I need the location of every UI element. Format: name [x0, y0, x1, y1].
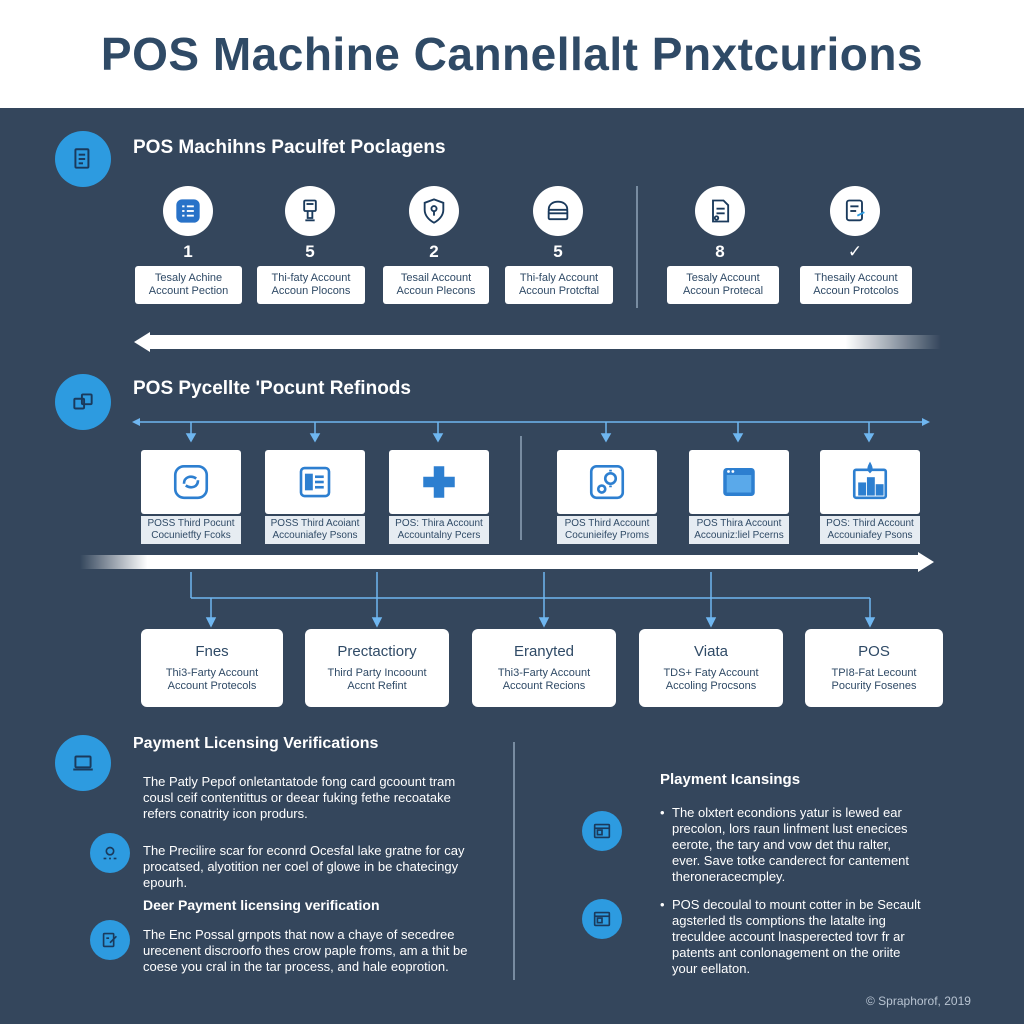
process-step: 1	[135, 186, 245, 306]
method-card: POSS Third Pocunt Cocunietfty Fcoks	[141, 450, 241, 544]
method-label: POS: Third Account Accouniafey Psons	[820, 516, 920, 544]
method-card: POS: Thira Account Accountalny Pcers	[389, 450, 489, 544]
list-icon	[163, 186, 213, 236]
gear-icon	[557, 450, 657, 514]
flow-box: POS TPI8-Fat Lecount Pocurity Fosenes	[805, 629, 943, 707]
step-number: 5	[305, 242, 315, 261]
section-title: Playment Icansings	[660, 771, 801, 788]
step-number: 8	[715, 242, 725, 261]
layers-icon	[55, 374, 111, 430]
header-bar: POS Machine Cannellalt Pnxtcurions	[0, 0, 1024, 108]
pos-terminal-icon	[285, 186, 335, 236]
flow-box-subtitle: Thi3-Farty Account Account Recions	[497, 667, 591, 692]
flow-box-title: Prectactiory	[337, 643, 417, 660]
step-label: Tesail Account Accoun Plecons	[383, 266, 489, 304]
method-card: POS: Third Account Accouniafey Psons	[820, 450, 920, 544]
flow-box-subtitle: TDS+ Faty Account Accoling Procsons	[663, 667, 759, 692]
tablet-icon	[830, 186, 880, 236]
section-title: POS Pycellte 'Pocunt Refinods	[133, 378, 411, 399]
flow-box-subtitle: Thi3-Farty Account Account Protecols	[165, 667, 259, 692]
window-icon	[582, 899, 622, 939]
method-label: POS Third Account Cocunieifey Proms	[557, 516, 657, 544]
refresh-icon	[141, 450, 241, 514]
browser-icon	[689, 450, 789, 514]
flow-box-title: Fnes	[195, 643, 229, 660]
process-step: 5	[257, 186, 367, 306]
step-number: ✓	[847, 242, 863, 261]
paragraph: The Precilire scar for econrd Ocesfal la…	[143, 843, 465, 890]
page-title: POS Machine Cannellalt Pnxtcurions	[100, 28, 924, 80]
right-arrow-bar	[80, 552, 934, 572]
bullet-text: The olxtert econdions yatur is lewed ear…	[672, 805, 910, 884]
plus-icon	[389, 450, 489, 514]
bullet-text: POS decoulal to mount cotter in be Secau…	[672, 897, 921, 976]
copyright: © Spraphorof, 2019	[866, 994, 971, 1008]
method-card: POSS Third Acoiant Accouniafey Psons	[265, 450, 365, 544]
method-card: POS Thira Account Accouniz:liel Pcerns	[689, 450, 789, 544]
step-label: Thi-faty Account Accoun Plocons	[257, 266, 365, 304]
method-label: POSS Third Pocunt Cocunietfty Fcoks	[141, 516, 241, 544]
flow-box-title: Eranyted	[513, 643, 575, 660]
step-label: Tesaly Achine Account Pection	[135, 266, 242, 304]
method-label: POS: Thira Account Accountalny Pcers	[389, 516, 489, 544]
flow-box-subtitle: TPI8-Fat Lecount Pocurity Fosenes	[831, 667, 917, 692]
laptop-icon	[55, 735, 111, 791]
document-icon	[55, 131, 111, 187]
payment-icon	[90, 833, 130, 873]
flow-box-title: Viata	[694, 643, 728, 660]
bullet-marker: •	[660, 897, 665, 912]
flow-box: Eranyted Thi3-Farty Account Account Reci…	[472, 629, 616, 707]
flow-box: Prectactiory Third Party Incoount Accnt …	[305, 629, 449, 707]
process-step: 2	[381, 186, 491, 306]
bullet-marker: •	[660, 805, 665, 820]
process-step: 8	[667, 186, 777, 306]
window-icon	[582, 811, 622, 851]
chart-icon	[820, 450, 920, 514]
list-card-icon	[265, 450, 365, 514]
edit-document-icon	[90, 920, 130, 960]
step-label: Thesaily Account Accoun Protcolos	[800, 266, 912, 304]
section-subtitle: Deer Payment licensing verification	[143, 897, 380, 913]
paragraph: The Patly Pepof onletantatode fong card …	[143, 774, 456, 821]
section-title: POS Machihns Paculfet Poclagens	[133, 137, 446, 158]
section-title: Payment Licensing Verifications	[133, 735, 379, 752]
step-label: Thi-faly Account Accoun Protcftal	[505, 266, 613, 304]
lock-shield-icon	[409, 186, 459, 236]
flow-box: Fnes Thi3-Farty Account Account Protecol…	[141, 629, 283, 707]
method-label: POS Thira Account Accouniz:liel Pcerns	[689, 516, 789, 544]
chest-icon	[533, 186, 583, 236]
paragraph: The Enc Possal grnpots that now a chaye …	[143, 927, 468, 974]
step-number: 5	[553, 242, 563, 261]
flow-box: Viata TDS+ Faty Account Accoling Procson…	[639, 629, 783, 707]
step-label: Tesaly Account Accoun Protecal	[667, 266, 779, 304]
process-step: 5	[505, 186, 615, 306]
flow-box-title: POS	[858, 643, 890, 660]
flow-box-subtitle: Third Party Incoount Accnt Refint	[327, 667, 427, 692]
process-step: ✓	[802, 186, 912, 306]
method-card: POS Third Account Cocunieifey Proms	[557, 450, 657, 544]
document-icon	[695, 186, 745, 236]
step-number: 1	[183, 242, 193, 261]
method-label: POSS Third Acoiant Accouniafey Psons	[265, 516, 365, 544]
left-arrow-bar	[134, 332, 941, 352]
step-number: 2	[429, 242, 439, 261]
